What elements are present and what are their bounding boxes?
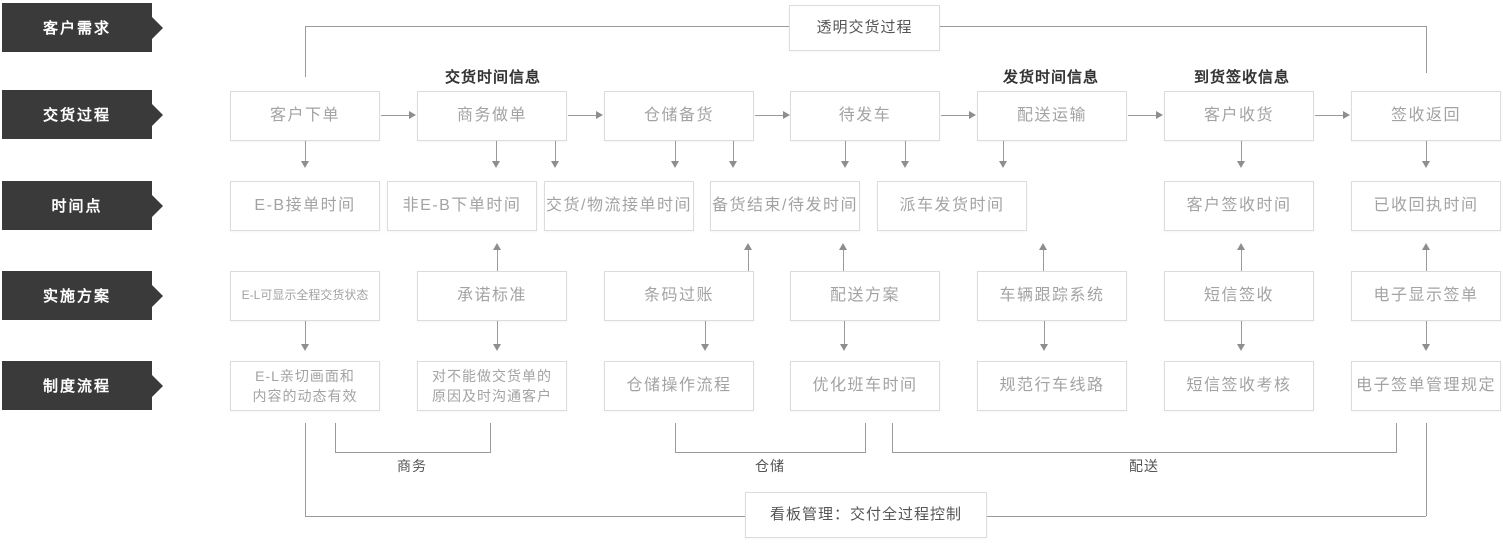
arrow-down <box>729 141 737 168</box>
arrow-down <box>841 141 849 168</box>
box-el-status-display: E-L可显示全程交货状态 <box>230 271 380 321</box>
box-delivery-plan: 配送方案 <box>790 271 940 321</box>
arrow-down <box>840 321 848 351</box>
ribbon-customer-demand: 客户需求 <box>2 3 163 52</box>
arrow-right <box>941 111 976 119</box>
arrow-down <box>492 141 500 168</box>
arrow-up <box>1039 243 1047 271</box>
box-esign-regulation: 电子签单管理规定 <box>1351 361 1501 411</box>
ribbon-system-process: 制度流程 <box>2 361 163 410</box>
bracket-business-right <box>490 423 491 452</box>
box-non-eb-order-time: 非E-B下单时间 <box>387 181 537 231</box>
ribbon-implementation-plan: 实施方案 <box>2 271 163 320</box>
arrow-up <box>493 243 501 271</box>
arrow-down <box>493 321 501 351</box>
box-customer-sign-time: 客户签收时间 <box>1164 181 1314 231</box>
box-warehouse-stocking: 仓储备货 <box>604 91 754 141</box>
arrow-down <box>301 141 309 168</box>
box-dispatch-time: 派车发货时间 <box>877 181 1027 231</box>
header-delivery-time-info: 交货时间信息 <box>444 69 541 86</box>
box-customer-order: 客户下单 <box>230 91 380 141</box>
box-eb-order-time: E-B接单时间 <box>230 181 380 231</box>
connector-top-left <box>305 26 789 27</box>
arrow-down <box>1237 321 1245 351</box>
connector-bottom-left <box>305 516 745 517</box>
box-vehicle-tracking: 车辆跟踪系统 <box>977 271 1127 321</box>
bracket-warehouse-right <box>865 423 866 452</box>
arrow-right <box>1128 111 1163 119</box>
bracket-delivery-right <box>1396 423 1397 452</box>
arrow-down <box>1237 141 1245 168</box>
box-el-screen-dynamic: E-L亲切画面和 内容的动态有效 <box>230 361 380 411</box>
group-label-warehouse: 仓储 <box>755 458 785 474</box>
connector-bottom-right-drop <box>1426 423 1427 516</box>
ribbon-delivery-process: 交货过程 <box>2 90 163 139</box>
arrow-down <box>671 141 679 168</box>
box-delivery-transport: 配送运输 <box>977 91 1127 141</box>
header-shipping-time-info: 发货时间信息 <box>1002 69 1099 86</box>
banner-transparent-delivery: 透明交货过程 <box>789 5 940 51</box>
banner-kanban-management: 看板管理：交付全过程控制 <box>745 492 987 538</box>
arrow-down <box>701 321 709 351</box>
arrow-up <box>744 243 752 271</box>
group-label-business: 商务 <box>397 458 427 474</box>
box-delivery-logistics-time: 交货/物流接单时间 <box>544 181 694 231</box>
arrow-down <box>999 141 1007 168</box>
box-barcode-posting: 条码过账 <box>604 271 754 321</box>
bracket-delivery-left <box>892 423 893 452</box>
connector-top-left-drop <box>305 26 306 77</box>
box-sms-sign-assessment: 短信签收考核 <box>1164 361 1314 411</box>
arrow-up <box>1237 243 1245 271</box>
bracket-business-left <box>335 423 336 452</box>
box-optimize-shuttle-time: 优化班车时间 <box>790 361 940 411</box>
arrow-right <box>568 111 603 119</box>
arrow-down <box>551 141 559 168</box>
box-receipt-returned-time: 已收回执时间 <box>1351 181 1501 231</box>
bracket-delivery-bottom <box>892 452 1397 453</box>
bracket-business-bottom <box>335 452 491 453</box>
connector-top-right-drop <box>1426 26 1427 73</box>
arrow-down <box>301 321 309 351</box>
box-awaiting-dispatch: 待发车 <box>790 91 940 141</box>
arrow-down <box>1040 321 1048 351</box>
arrow-right <box>1315 111 1350 119</box>
arrow-up <box>839 243 847 271</box>
box-standardize-routes: 规范行车线路 <box>977 361 1127 411</box>
arrow-down <box>1422 141 1430 168</box>
header-arrival-sign-info: 到货签收信息 <box>1193 69 1290 86</box>
box-warehouse-sop: 仓储操作流程 <box>604 361 754 411</box>
connector-top-right <box>940 26 1426 27</box>
box-customer-receiving: 客户收货 <box>1164 91 1314 141</box>
connector-bottom-left-drop <box>305 423 306 516</box>
arrow-right <box>755 111 790 119</box>
box-commitment-standard: 承诺标准 <box>417 271 567 321</box>
bracket-warehouse-left <box>675 423 676 452</box>
connector-bottom-right <box>987 516 1426 517</box>
box-sms-sign: 短信签收 <box>1164 271 1314 321</box>
arrow-right <box>381 111 416 119</box>
arrow-down <box>901 141 909 168</box>
box-stock-ready-time: 备货结束/待发时间 <box>710 181 860 231</box>
box-business-order: 商务做单 <box>417 91 567 141</box>
box-sign-return: 签收返回 <box>1351 91 1501 141</box>
box-communicate-customer: 对不能做交货单的 原因及时沟通客户 <box>417 361 567 411</box>
ribbon-time-points: 时间点 <box>2 181 163 230</box>
arrow-down <box>1422 321 1430 351</box>
arrow-up <box>1422 243 1430 271</box>
box-electronic-sign-display: 电子显示签单 <box>1351 271 1501 321</box>
bracket-warehouse-bottom <box>675 452 866 453</box>
group-label-delivery: 配送 <box>1129 458 1159 474</box>
